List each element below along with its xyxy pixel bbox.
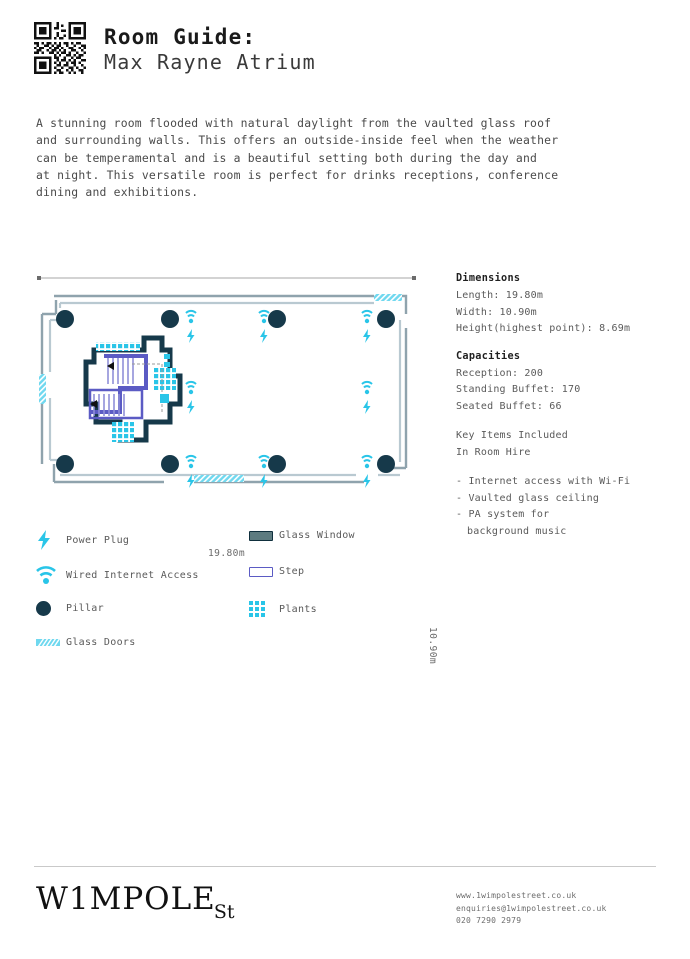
key-item-internet: - Internet access with Wi-Fi: [456, 476, 631, 487]
wifi-power-pair: [185, 454, 197, 488]
wifi-power-pair: [361, 380, 373, 414]
plants-icon: [96, 342, 140, 351]
glass-doors-icon: [36, 639, 66, 646]
glass-window-icon: [249, 530, 279, 541]
pillars-group: [56, 310, 395, 473]
info-panel: Dimensions Length: 19.80m Width: 10.90m …: [456, 273, 656, 540]
wifi-power-pair: [258, 309, 270, 343]
wifi-power-pair: [258, 454, 270, 488]
plants-icon: [249, 601, 279, 617]
contact-website[interactable]: www.1wimpolestreet.co.uk: [456, 891, 577, 900]
qr-code-icon[interactable]: [34, 22, 86, 74]
service-icons-group: [185, 309, 373, 488]
capacity-reception: Reception: 200: [456, 367, 544, 379]
pillar-icon: [377, 310, 395, 328]
legend-label-glass-doors: Glass Doors: [66, 637, 136, 648]
capacities-heading: Capacities: [456, 350, 521, 362]
legend-item-plants: Plants: [249, 601, 317, 617]
capacity-seated-buffet: Seated Buffet: 66: [456, 400, 562, 412]
footer-divider: [34, 866, 656, 867]
dimension-width: Width: 10.90m: [456, 306, 537, 318]
pillar-icon: [56, 310, 74, 328]
legend-label-pillar: Pillar: [66, 603, 104, 614]
glass-door-left: [39, 374, 46, 404]
contact-email[interactable]: enquiries@1wimpolestreet.co.uk: [456, 903, 607, 913]
legend-label-wifi: Wired Internet Access: [66, 569, 199, 581]
page-subtitle: Max Rayne Atrium: [104, 50, 316, 75]
plants-icon: [154, 368, 176, 390]
dimension-width-label: 10.90m: [427, 627, 438, 665]
pillar-icon: [36, 601, 66, 616]
dimensions-heading: Dimensions: [456, 273, 521, 284]
wifi-power-pair: [185, 309, 197, 343]
pillar-icon: [268, 455, 286, 473]
pillar-icon: [377, 455, 395, 473]
room-description: A stunning room flooded with natural day…: [36, 116, 559, 200]
power-plug-icon: [36, 530, 66, 550]
glass-door-bottom: [194, 475, 244, 482]
page-header: Room Guide: Max Rayne Atrium: [34, 22, 316, 75]
wifi-power-pair: [361, 309, 373, 343]
pillar-icon: [161, 310, 179, 328]
legend-label-plants: Plants: [279, 603, 317, 615]
pillar-icon: [56, 455, 74, 473]
legend-item-power-plug: Power Plug: [36, 530, 129, 550]
legend-label-power-plug: Power Plug: [66, 534, 130, 546]
contact-phone: 020 7290 2979: [456, 916, 522, 925]
wifi-power-pair: [361, 454, 373, 488]
staircase-structure: [83, 335, 183, 443]
wifi-power-pair: [185, 380, 197, 414]
legend-label-step: Step: [279, 566, 305, 577]
footer-contact: www.1wimpolestreet.co.uk enquiries@1wimp…: [456, 890, 607, 928]
legend-item-glass-window: Glass Window: [249, 530, 355, 541]
header-titles: Room Guide: Max Rayne Atrium: [104, 22, 316, 75]
logo-main-text: W1MPOLE: [36, 881, 216, 917]
wifi-icon: [36, 566, 66, 584]
page-title: Room Guide:: [104, 25, 257, 49]
key-items-heading-line1: Key Items Included: [456, 430, 568, 441]
plants-icon: [112, 422, 134, 442]
legend-label-glass-window: Glass Window: [279, 530, 355, 541]
legend-item-step: Step: [249, 566, 304, 577]
pillar-icon: [268, 310, 286, 328]
key-items-heading-line2: In Room Hire: [456, 446, 531, 458]
capacity-standing-buffet: Standing Buffet: 170: [456, 384, 581, 395]
room-walls: [40, 294, 408, 484]
legend-item-glass-doors: Glass Doors: [36, 637, 136, 648]
pillar-icon: [161, 455, 179, 473]
legend-item-pillar: Pillar: [36, 601, 104, 616]
dimension-length-label: 19.80m: [207, 548, 246, 559]
dimension-arrow-horizontal: [37, 276, 416, 280]
dimension-height: Height(highest point): 8.69m: [456, 323, 631, 334]
wimpole-street-logo: W1MPOLE St: [36, 881, 236, 922]
glass-door-top: [374, 294, 402, 301]
key-item-ceiling: - Vaulted glass ceiling: [456, 492, 600, 504]
key-item-pa-system-continuation: background music: [467, 525, 567, 537]
key-item-pa-system: - PA system for: [456, 509, 550, 520]
logo-sub-text: St: [213, 901, 235, 923]
step-icon: [249, 566, 279, 577]
dimension-length: Length: 19.80m: [456, 290, 544, 301]
floor-plan: 19.80m 10.90m: [34, 272, 438, 664]
legend-item-wifi: Wired Internet Access: [36, 566, 199, 584]
floor-plan-drawing: [37, 276, 416, 488]
